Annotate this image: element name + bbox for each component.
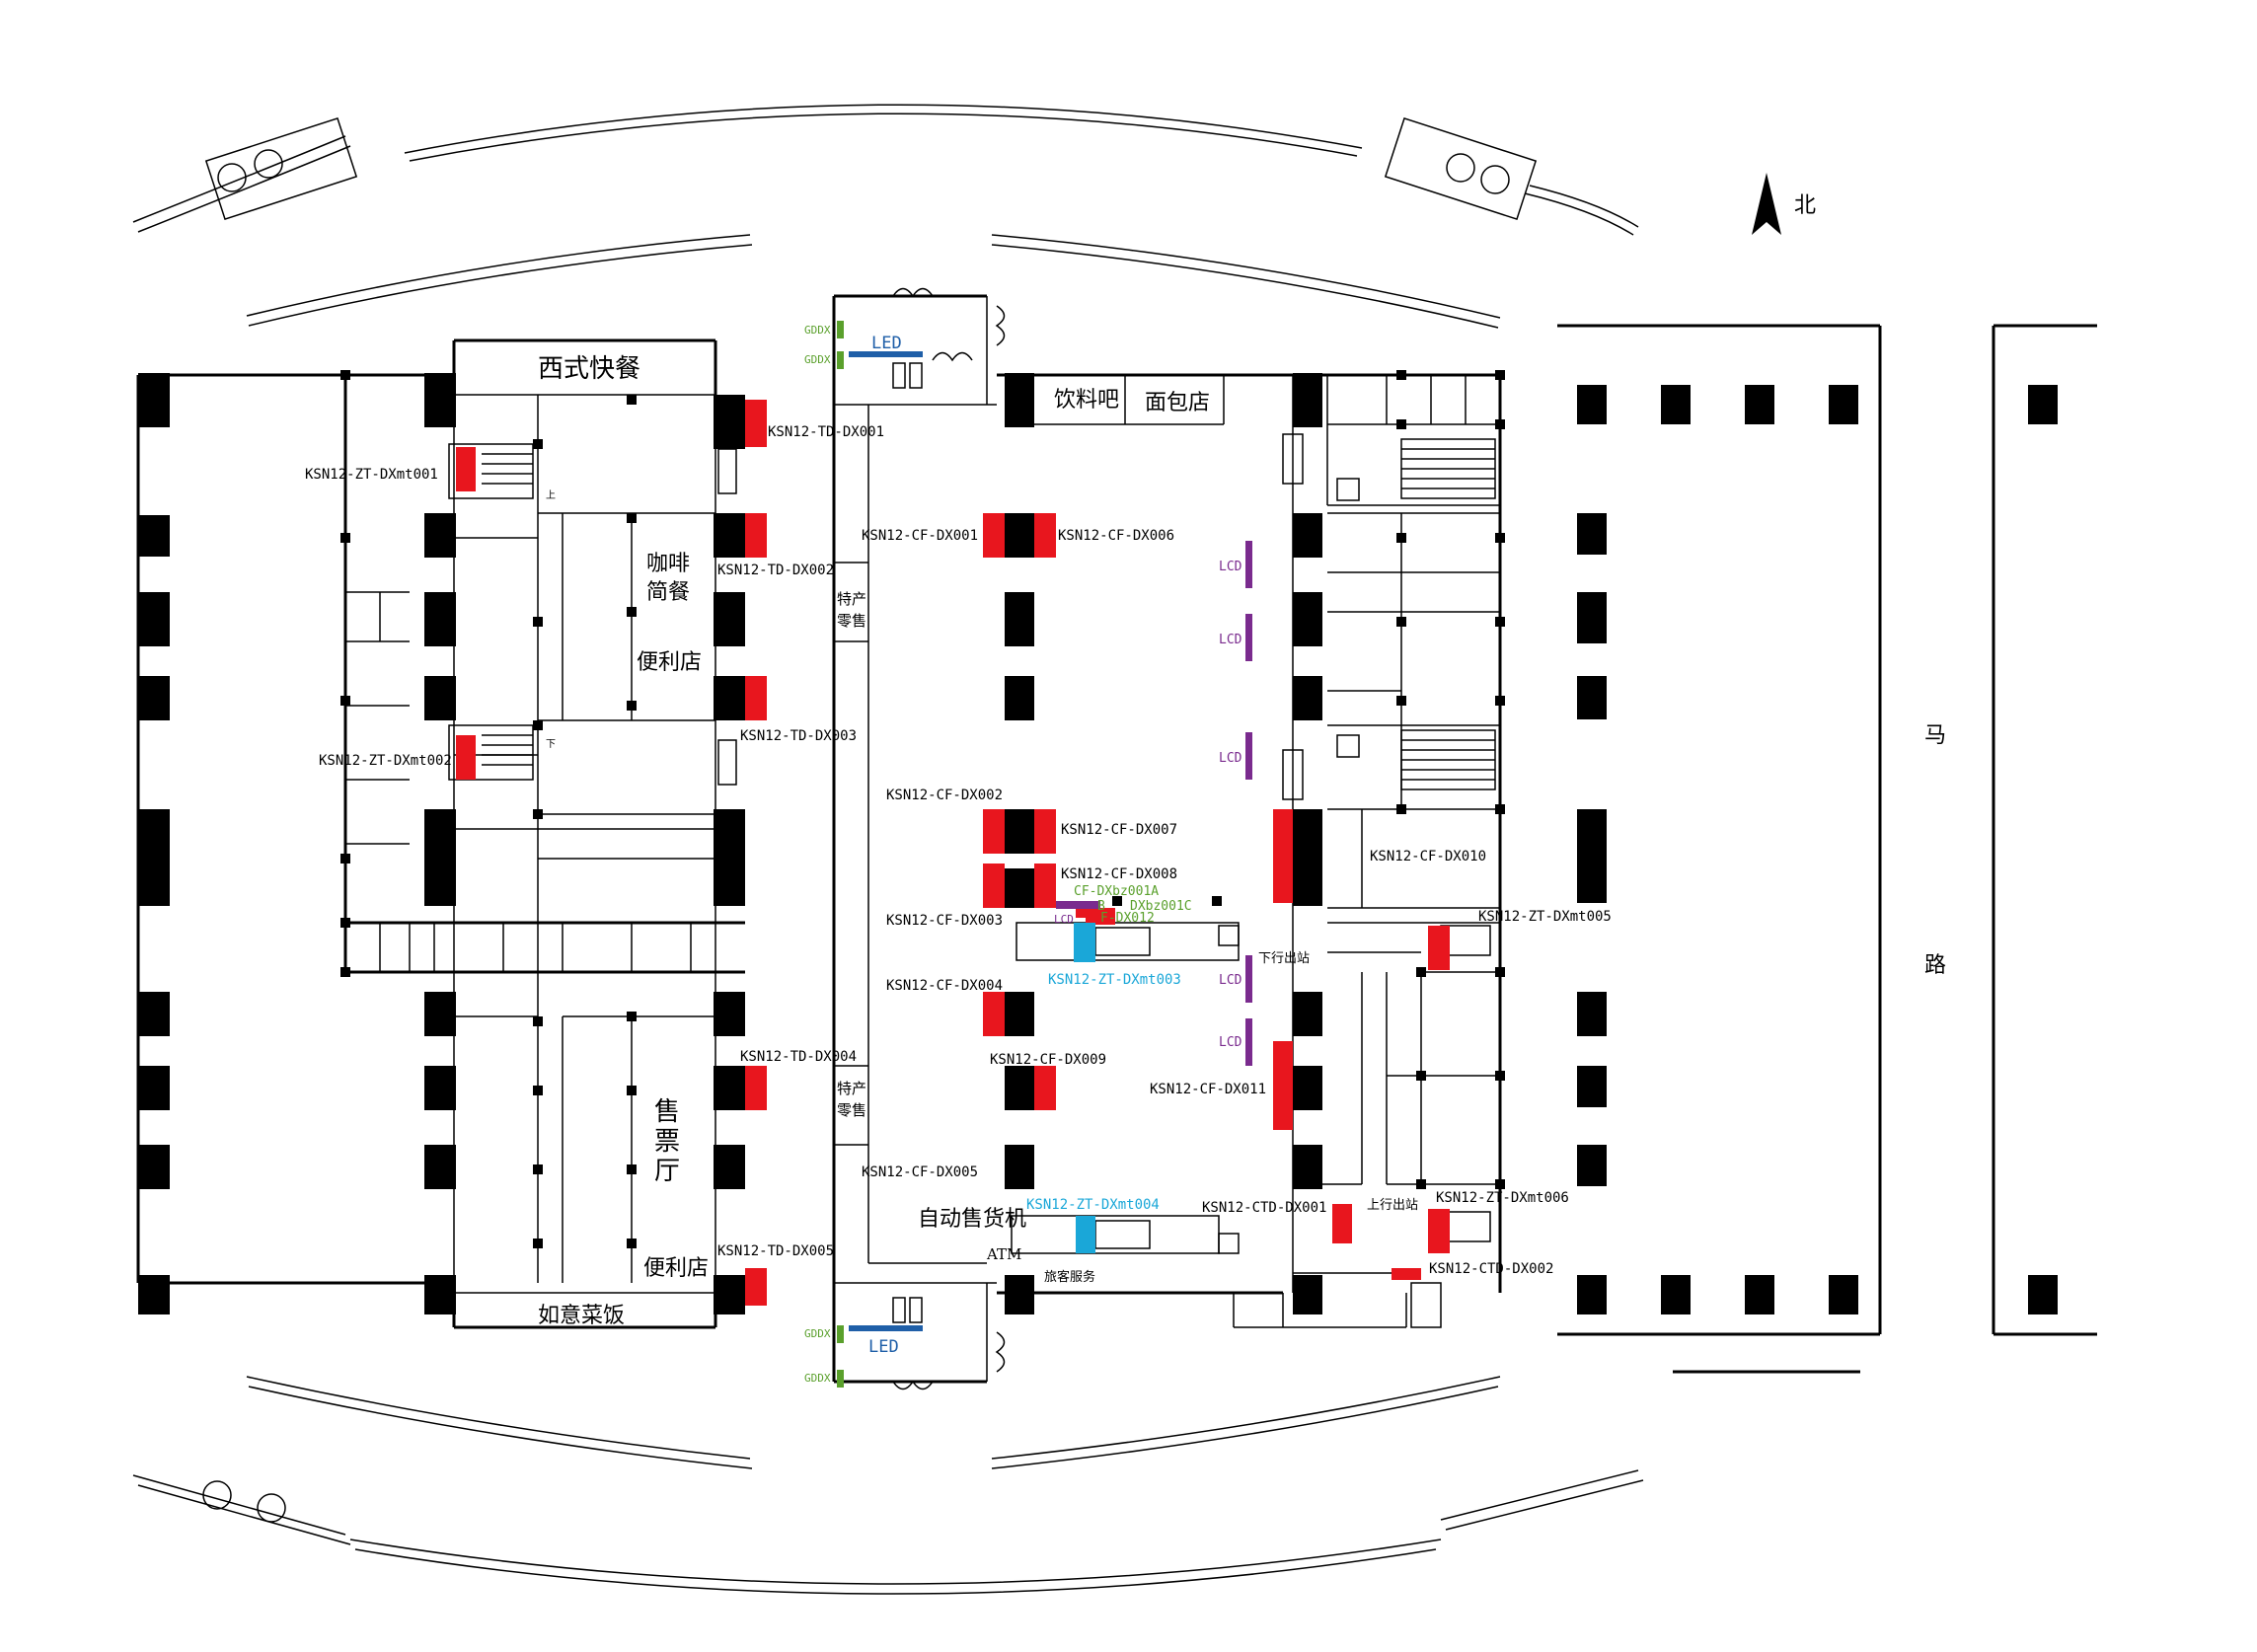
lcd-label-5: LCD [1219, 1035, 1242, 1050]
room-ticket-line3: 厅 [654, 1157, 680, 1186]
road [1557, 324, 2097, 1374]
ad-label-zt005: KSN12-ZT-DXmt005 [1478, 909, 1612, 925]
ad-label-cf001: KSN12-CF-DX001 [862, 528, 978, 544]
gddx-label-3: GDDX [804, 1327, 831, 1340]
gddx-label-2: GDDX [804, 353, 831, 366]
stair-up-label: 上 [546, 489, 556, 501]
ad-label-cf004: KSN12-CF-DX004 [886, 978, 1003, 994]
led-gddx-screens [837, 321, 923, 1388]
lcd-label-4: LCD [1219, 973, 1242, 988]
ad-label-td005: KSN12-TD-DX005 [717, 1243, 834, 1259]
lcd-screens [1056, 541, 1252, 1066]
ad-label-cf011: KSN12-CF-DX011 [1150, 1082, 1266, 1097]
ad-label-cf009: KSN12-CF-DX009 [990, 1052, 1106, 1068]
canopy-bars-top [246, 234, 1501, 329]
road-label-2: 路 [1924, 953, 1946, 978]
ad-label-cf003: KSN12-CF-DX003 [886, 913, 1003, 929]
led-label-top: LED [871, 334, 902, 353]
ad-label-bz-b: B [1097, 899, 1105, 914]
ad-label-ctd001: KSN12-CTD-DX001 [1202, 1200, 1326, 1216]
room-convenience-bottom: 便利店 [643, 1256, 709, 1281]
lcd-label-2: LCD [1219, 633, 1242, 647]
room-drinks: 饮料吧 [1054, 388, 1119, 413]
ad-label-td001: KSN12-TD-DX001 [768, 424, 884, 440]
ad-label-zt002: KSN12-ZT-DXmt002 [319, 753, 452, 769]
room-passenger-service: 旅客服务 [1044, 1269, 1095, 1285]
room-coffee-line2: 简餐 [646, 580, 690, 605]
entrance-doors [892, 287, 1006, 1390]
room-specialty-bottom-line1: 特产 [837, 1080, 866, 1097]
label-up-exit: 上行出站 [1367, 1198, 1418, 1213]
ad-label-zt004: KSN12-ZT-DXmt004 [1026, 1197, 1160, 1213]
ad-label-cf006: KSN12-CF-DX006 [1058, 528, 1174, 544]
ad-label-zt001: KSN12-ZT-DXmt001 [305, 467, 438, 483]
road-pillars [1577, 385, 2058, 1314]
room-specialty-top-line2: 零售 [837, 612, 866, 630]
room-ticket-line2: 票 [654, 1127, 680, 1157]
label-down-exit: 下行出站 [1258, 951, 1310, 966]
ad-label-td003: KSN12-TD-DX003 [740, 728, 857, 744]
room-bakery: 面包店 [1145, 391, 1210, 415]
left-stairs [448, 443, 737, 786]
lcd-label-1: LCD [1219, 560, 1242, 574]
canopy-top-left [132, 104, 1363, 233]
room-atm: ATM [986, 1245, 1021, 1263]
ad-label-bz001a: CF-DXbz001A [1074, 884, 1159, 899]
led-label-bottom: LED [868, 1337, 899, 1357]
ad-label-td002: KSN12-TD-DX002 [717, 563, 834, 578]
ad-label-ctd002: KSN12-CTD-DX002 [1429, 1261, 1553, 1277]
ad-label-cf010: KSN12-CF-DX010 [1370, 849, 1486, 864]
road-label-1: 马 [1924, 723, 1946, 748]
ad-label-dx012: F-DX012 [1100, 911, 1155, 926]
red-ad-panels [456, 400, 1450, 1306]
ad-label-cf008: KSN12-CF-DX008 [1061, 866, 1177, 882]
room-vending: 自动售货机 [918, 1207, 1026, 1232]
ad-label-zt003: KSN12-ZT-DXmt003 [1048, 972, 1181, 988]
right-nodes [1396, 370, 1505, 1189]
ad-label-cf007: KSN12-CF-DX007 [1061, 822, 1177, 838]
center-right-pillars [1005, 373, 1322, 1314]
gddx-label-4: GDDX [804, 1372, 831, 1385]
left-nodes [340, 370, 637, 1248]
center-walls [832, 294, 1500, 1384]
room-ticket-line1: 售 [654, 1097, 680, 1127]
left-pillars [138, 373, 745, 1314]
stair-down-label: 下 [546, 739, 556, 750]
room-ruyi: 如意菜饭 [538, 1304, 625, 1328]
room-coffee-line1: 咖啡 [646, 552, 690, 576]
ad-label-td004: KSN12-TD-DX004 [740, 1049, 857, 1065]
canopy-bars-bottom [246, 1376, 1501, 1469]
right-building-walls [1292, 375, 1502, 1293]
zt-cyan-panels [1074, 923, 1095, 1253]
north-label: 北 [1794, 193, 1816, 218]
room-western-fast-food: 西式快餐 [538, 354, 640, 384]
room-specialty-bottom-line2: 零售 [837, 1101, 866, 1119]
canopy-top-right [1384, 116, 1639, 236]
north-arrow-icon [1752, 173, 1781, 235]
ad-label-zt006: KSN12-ZT-DXmt006 [1436, 1190, 1569, 1206]
gddx-label-1: GDDX [804, 324, 831, 337]
ad-label-cf002: KSN12-CF-DX002 [886, 788, 1003, 803]
room-specialty-top-line1: 特产 [837, 590, 866, 608]
ad-label-bz001c: DXbz001C [1130, 899, 1192, 914]
room-convenience-top: 便利店 [637, 650, 702, 675]
canopy-bottom [132, 1469, 1644, 1595]
ad-label-cf005: KSN12-CF-DX005 [862, 1164, 978, 1180]
lcd-label-6: LCD [1054, 913, 1074, 926]
lcd-label-3: LCD [1219, 751, 1242, 766]
